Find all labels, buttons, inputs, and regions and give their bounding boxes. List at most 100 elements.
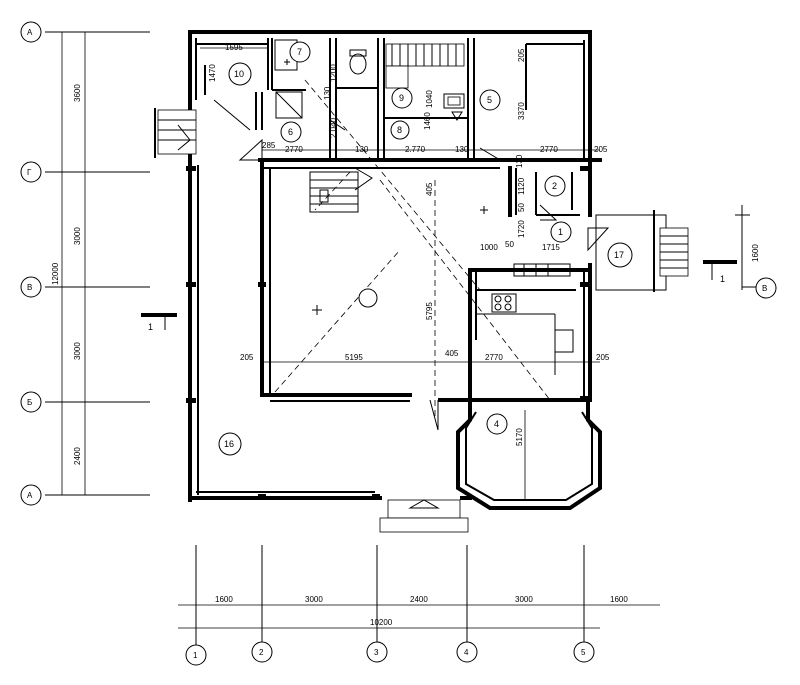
svg-text:5: 5	[487, 95, 492, 105]
dim-3000-1: 3000	[305, 595, 323, 604]
svg-text:1: 1	[148, 322, 153, 332]
room-label-1	[550, 221, 572, 243]
room-label-5	[479, 89, 501, 111]
bottom-steps	[379, 499, 469, 533]
dim-50: 50	[505, 240, 514, 249]
svg-text:2: 2	[552, 181, 557, 191]
svg-text:1: 1	[193, 651, 198, 660]
room-label-7	[289, 41, 311, 63]
dim-205-c: 205	[594, 145, 608, 154]
room-label-9	[391, 87, 413, 109]
dim-1600-left: 1600	[215, 595, 233, 604]
svg-text:6: 6	[288, 127, 293, 137]
stair	[309, 171, 359, 213]
bottom-dimension-chain: 1600 3000 2400 3000 1600 10200	[178, 545, 660, 645]
room-label-8	[390, 120, 410, 140]
room-label-10	[228, 62, 252, 86]
axis-bubble-1	[185, 644, 207, 666]
axis-bubble-b	[20, 391, 42, 413]
room-label-6	[280, 121, 302, 143]
axis-bubble-2	[251, 641, 273, 663]
dim-1595: 1595	[225, 43, 243, 52]
section-mark-left: 1	[141, 313, 177, 332]
left-dimension-chain: 3600 3000 3000 2400 12000	[45, 31, 150, 496]
room-label-17	[607, 242, 633, 268]
room-label-4	[486, 413, 508, 435]
dim-2040: 2,040	[329, 117, 338, 138]
dim-5170: 5170	[515, 428, 524, 446]
axis-bubble-a-top	[20, 21, 42, 43]
svg-text:8: 8	[397, 125, 402, 135]
kitchen	[476, 263, 574, 375]
dim-130-a: 130	[323, 86, 332, 100]
axis-bubble-v	[20, 276, 42, 298]
inner-partitions	[196, 38, 584, 216]
svg-text:5: 5	[581, 648, 586, 657]
svg-text:В: В	[27, 283, 32, 292]
svg-text:10: 10	[234, 69, 244, 79]
axis-bubble-a-bottom	[20, 484, 42, 506]
dim-1600-right: 1600	[610, 595, 628, 604]
svg-text:4: 4	[494, 419, 499, 429]
svg-text:2: 2	[259, 648, 264, 657]
dim-205-a: 205	[517, 48, 526, 62]
dim-12000: 12000	[51, 262, 60, 285]
dim-2400: 2400	[73, 447, 82, 465]
bay-window	[456, 398, 602, 510]
svg-text:3: 3	[374, 648, 379, 657]
left-steps	[154, 108, 197, 158]
axis-bubbles-left: А Г В Б А	[20, 21, 42, 506]
dim-1120: 1120	[517, 177, 526, 195]
dim-3600: 3600	[73, 84, 82, 102]
dim-205-d: 205	[240, 353, 254, 362]
dim-1040: 1040	[425, 90, 434, 108]
dim-405-a: 405	[425, 182, 434, 196]
axis-bubbles-bottom: 1 2 3 4 5	[185, 641, 595, 666]
dim-1000: 1000	[480, 243, 498, 252]
dim-50-b: 50	[517, 203, 526, 212]
svg-text:16: 16	[224, 439, 234, 449]
svg-text:1: 1	[558, 227, 563, 237]
dim-1600-right-vertical: 1600	[751, 244, 760, 262]
dim-5195: 5195	[345, 353, 363, 362]
dim-5795: 5795	[425, 302, 434, 320]
dim-1715: 1715	[542, 243, 560, 252]
svg-text:А: А	[27, 28, 33, 37]
wall-posts	[186, 166, 590, 500]
dim-285: 285	[262, 141, 276, 150]
dim-3370: 3370	[517, 102, 526, 120]
room-label-3-ring	[358, 288, 378, 308]
dim-130-b: 130	[355, 145, 369, 154]
right-entrance	[595, 210, 689, 292]
room-label-2	[544, 175, 566, 197]
dim-2770-a: 2770	[285, 145, 303, 154]
inner-dimensions: 1595 1470 1200 2,040 130 1040 1460 3370 …	[200, 43, 610, 500]
dim-1460: 1460	[423, 112, 432, 130]
dim-2770-d: 2770	[485, 353, 503, 362]
reference-marks	[284, 59, 488, 315]
axis-bubble-v-right	[755, 277, 777, 299]
svg-text:4: 4	[464, 648, 469, 657]
svg-text:7: 7	[297, 47, 302, 57]
dim-2770-c: 2770	[540, 145, 558, 154]
dim-1470: 1470	[208, 64, 217, 82]
axis-bubble-3	[366, 641, 388, 663]
dim-405-b: 405	[445, 349, 459, 358]
dim-3000-b: 3000	[73, 342, 82, 360]
fixtures	[274, 39, 465, 121]
dim-2770-b: 2.770	[405, 145, 426, 154]
section-mark-right: 1 1600 В	[703, 205, 777, 299]
svg-text:17: 17	[614, 250, 624, 260]
dim-10200: 10200	[370, 618, 393, 627]
dim-2400-b: 2400	[410, 595, 428, 604]
svg-text:1: 1	[720, 274, 725, 284]
outer-walls	[188, 30, 602, 502]
room-label-16	[218, 432, 242, 456]
dim-3000-a: 3000	[73, 227, 82, 245]
hidden-lines	[274, 79, 551, 420]
dim-130-d: 130	[515, 154, 524, 168]
svg-text:В: В	[762, 284, 767, 293]
svg-text:Б: Б	[27, 398, 32, 407]
dim-1720: 1720	[517, 220, 526, 238]
